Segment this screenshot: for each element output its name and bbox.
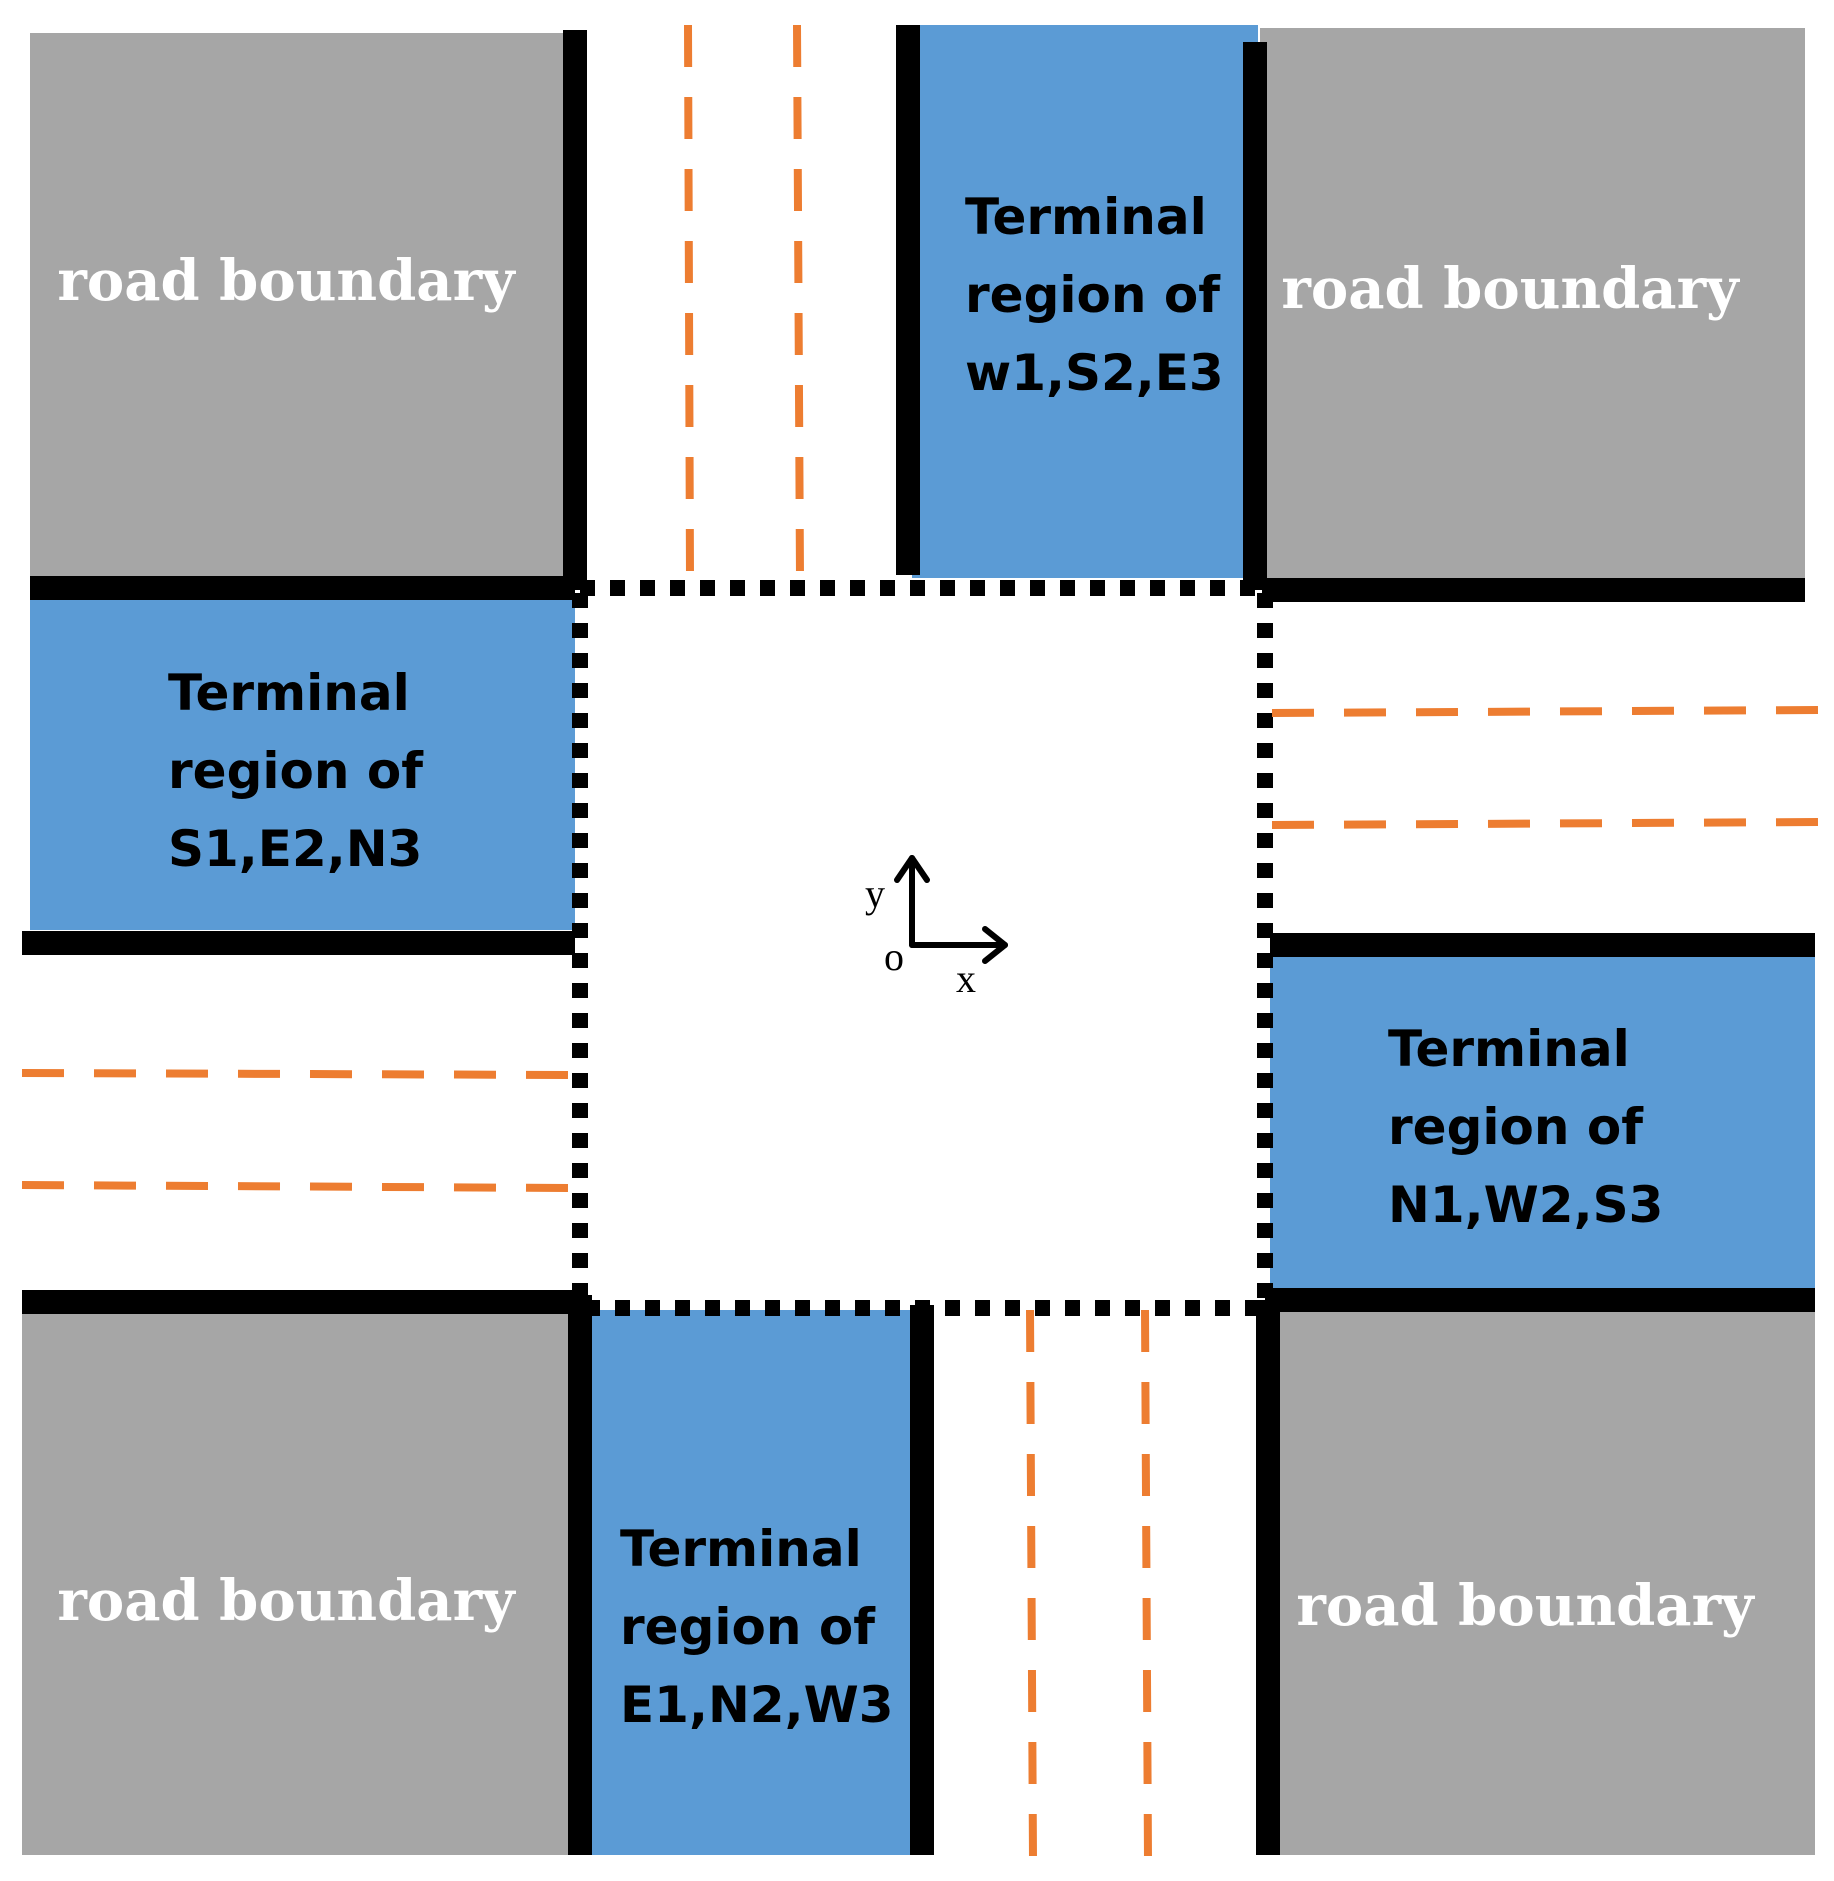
road-boundary-label-top-right: road boundary — [1281, 256, 1740, 322]
terminal-south-line1: Terminal — [620, 1520, 862, 1578]
lane-divider-west-2 — [21, 1181, 576, 1192]
intersection-area-border — [572, 580, 1273, 1316]
terminal-label-west: Terminal region of S1,E2,N3 — [168, 664, 424, 878]
road-boundary-label-top-left: road boundary — [57, 248, 516, 314]
axis-label-x: x — [956, 956, 976, 1001]
terminal-region-north — [912, 25, 1258, 578]
arrow-up-icon — [894, 855, 930, 883]
axis-label-origin: o — [884, 934, 904, 979]
lane-divider-east-2 — [1271, 818, 1823, 829]
axis-label-y: y — [865, 871, 885, 916]
road-boundary-bottom-left — [22, 1310, 570, 1855]
road-edge-lines — [22, 25, 1815, 1855]
arrow-right-icon — [982, 926, 1008, 964]
lane-dividers — [21, 24, 1823, 1861]
terminal-north-line2: region of — [965, 266, 1221, 324]
terminal-west-line2: region of — [168, 742, 424, 800]
terminal-region-west — [30, 595, 575, 930]
lane-divider-north-2 — [793, 24, 804, 579]
terminal-region-east — [1270, 955, 1815, 1293]
road-boundary-label-bottom-right: road boundary — [1296, 1573, 1755, 1639]
lane-divider-west-1 — [21, 1069, 576, 1079]
road-boundary-bottom-right — [1275, 1310, 1815, 1855]
terminal-north-line3: w1,S2,E3 — [965, 344, 1224, 402]
terminal-south-line3: E1,N2,W3 — [620, 1676, 894, 1734]
lane-divider-north-1 — [684, 24, 694, 579]
lane-divider-east-1 — [1271, 706, 1823, 717]
terminal-east-line2: region of — [1388, 1098, 1644, 1156]
terminal-west-line3: S1,E2,N3 — [168, 820, 422, 878]
terminal-label-north: Terminal region of w1,S2,E3 — [965, 188, 1224, 402]
road-boundary-top-right — [1260, 28, 1805, 578]
lane-divider-south-1 — [1026, 1309, 1037, 1861]
terminal-north-line1: Terminal — [965, 188, 1207, 246]
road-boundary-label-bottom-left: road boundary — [57, 1568, 516, 1634]
terminal-label-east: Terminal region of N1,W2,S3 — [1388, 1020, 1663, 1234]
road-boundary-top-left — [30, 33, 565, 578]
terminal-region-south — [590, 1310, 918, 1855]
terminal-west-line1: Terminal — [168, 664, 410, 722]
terminal-label-south: Terminal region of E1,N2,W3 — [620, 1520, 894, 1734]
lane-divider-south-2 — [1141, 1309, 1152, 1861]
terminal-south-line2: region of — [620, 1598, 876, 1656]
terminal-east-line3: N1,W2,S3 — [1388, 1176, 1663, 1234]
terminal-east-line1: Terminal — [1388, 1020, 1630, 1078]
coordinate-axes — [894, 855, 1008, 964]
